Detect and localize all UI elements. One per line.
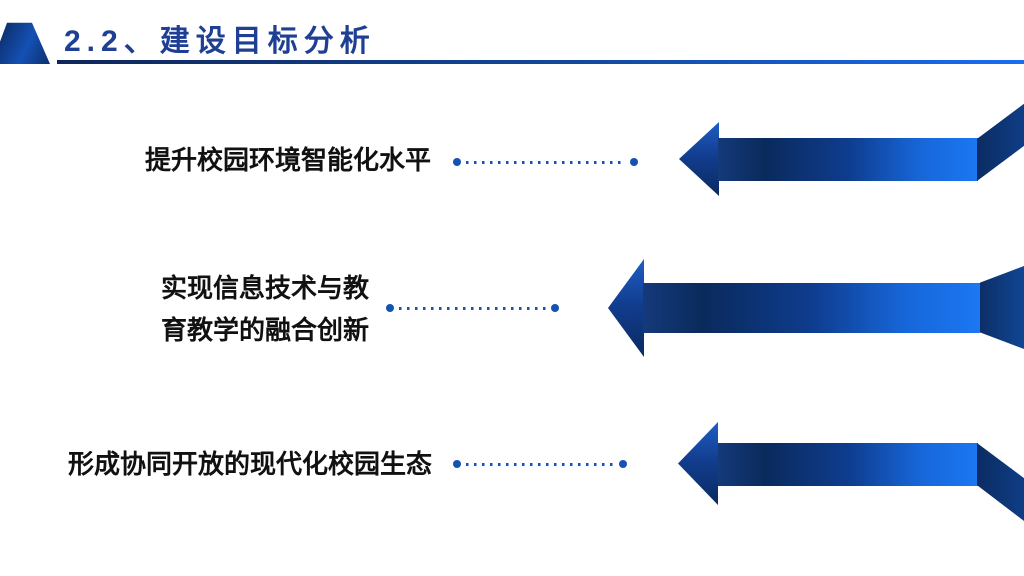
arrow-1-fold xyxy=(977,103,1024,181)
arrow-1-head-icon xyxy=(679,122,719,196)
arrow-2-head-icon xyxy=(608,259,644,357)
title-underline xyxy=(57,60,1024,64)
arrow-3-head-icon xyxy=(678,422,718,505)
arrow-2-flare-tail xyxy=(980,266,1024,349)
dotted-line xyxy=(399,307,546,310)
dotted-line xyxy=(466,161,625,164)
page-title: 2.2、建设目标分析 xyxy=(64,25,376,58)
goal-1-line-1: 提升校园环境智能化水平 xyxy=(145,145,432,175)
arrow-2-shaft xyxy=(643,283,980,333)
corner-accent-shape xyxy=(0,22,50,64)
dotted-line xyxy=(466,463,614,466)
goal-2-line-2: 育教学的融合创新 xyxy=(161,315,370,345)
arrow-3-fold xyxy=(977,443,1024,521)
goal-3-line-1: 形成协同开放的现代化校园生态 xyxy=(68,449,433,479)
goal-1-label: 提升校园环境智能化水平 xyxy=(145,139,431,181)
arrow-1-shaft xyxy=(718,138,978,181)
goal-3-label: 形成协同开放的现代化校园生态 xyxy=(68,443,432,485)
goal-2-label: 实现信息技术与教 育教学的融合创新 xyxy=(161,267,369,351)
goal-2-line-1: 实现信息技术与教 xyxy=(161,273,370,303)
arrow-3-shaft xyxy=(718,443,978,486)
